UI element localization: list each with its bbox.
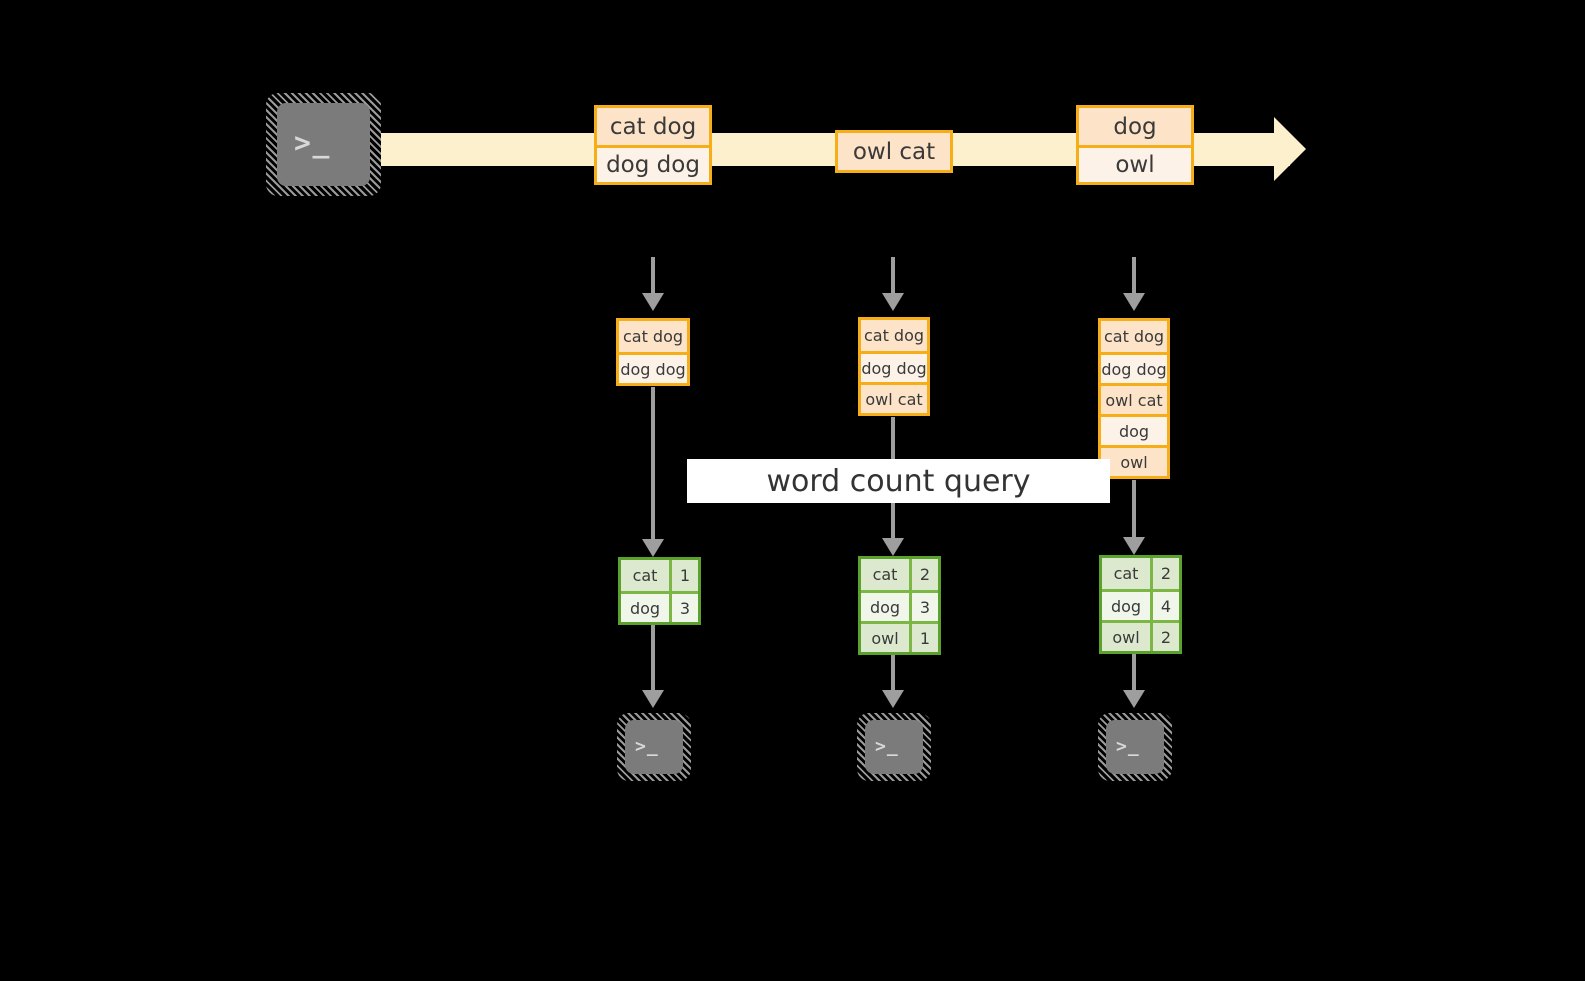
stream-event-line: dog <box>1079 108 1191 145</box>
result-to-sink-arrowhead <box>642 690 664 708</box>
table-row: dog 3 <box>621 591 698 622</box>
terminal-prompt-glyph: >_ <box>1116 736 1140 757</box>
table-row: cat 1 <box>621 560 698 591</box>
terminal-prompt-glyph: >_ <box>875 736 899 757</box>
terminal-face <box>625 720 683 774</box>
stream-to-snapshot-arrowhead <box>642 293 664 311</box>
result-count-cell: 1 <box>669 560 698 591</box>
accumulated-event-line: dog dog <box>861 351 927 382</box>
result-word-cell: owl <box>1102 623 1150 651</box>
accumulated-events-box[interactable]: cat dog dog dog <box>616 318 690 386</box>
source-terminal-icon[interactable]: >_ <box>266 93 381 196</box>
result-count-cell: 1 <box>909 624 938 652</box>
snapshot-to-result-arrowhead <box>882 538 904 556</box>
accumulated-event-line: owl cat <box>861 382 927 413</box>
result-to-sink-connector <box>651 625 655 693</box>
result-to-sink-connector <box>891 655 895 693</box>
terminal-prompt-glyph: >_ <box>294 126 332 159</box>
snapshot-to-result-connector <box>651 387 655 542</box>
result-word-cell: owl <box>861 624 909 652</box>
table-row: cat 2 <box>861 559 938 590</box>
stream-to-snapshot-arrowhead <box>882 293 904 311</box>
result-count-cell: 2 <box>1150 623 1179 651</box>
query-banner-label: word count query <box>766 463 1031 499</box>
result-word-cell: cat <box>1102 558 1150 589</box>
terminal-face <box>277 103 370 186</box>
result-count-cell: 2 <box>1150 558 1179 589</box>
stream-to-snapshot-arrowhead <box>1123 293 1145 311</box>
result-word-cell: dog <box>621 594 669 622</box>
stream-event-box[interactable]: cat dog dog dog <box>594 105 712 185</box>
table-row: owl 1 <box>861 621 938 652</box>
stream-event-line: owl cat <box>838 133 950 170</box>
result-count-cell: 3 <box>909 593 938 621</box>
result-to-sink-arrowhead <box>882 690 904 708</box>
table-row: dog 4 <box>1102 589 1179 620</box>
sink-terminal-icon[interactable]: >_ <box>617 713 691 781</box>
word-count-result-table[interactable]: cat 2 dog 4 owl 2 <box>1099 555 1182 654</box>
result-word-cell: cat <box>861 559 909 590</box>
accumulated-event-line: dog dog <box>1101 352 1167 383</box>
terminal-prompt-glyph: >_ <box>635 736 659 757</box>
result-word-cell: dog <box>861 593 909 621</box>
accumulated-event-line: owl cat <box>1101 383 1167 414</box>
stream-event-line: owl <box>1079 145 1191 182</box>
result-to-sink-connector <box>1132 654 1136 693</box>
snapshot-to-result-connector <box>1132 480 1136 541</box>
result-to-sink-arrowhead <box>1123 690 1145 708</box>
stream-event-line: cat dog <box>597 108 709 145</box>
table-row: owl 2 <box>1102 620 1179 651</box>
accumulated-event-line: cat dog <box>1101 321 1167 352</box>
snapshot-to-result-arrowhead <box>1123 537 1145 555</box>
accumulated-event-line: cat dog <box>861 320 927 351</box>
accumulated-event-line: owl <box>1101 445 1167 476</box>
terminal-face <box>1106 720 1164 774</box>
snapshot-to-result-arrowhead <box>642 539 664 557</box>
stream-arrowhead <box>1274 117 1306 181</box>
sink-terminal-icon[interactable]: >_ <box>1098 713 1172 781</box>
stream-to-snapshot-connector <box>651 257 655 295</box>
accumulated-event-line: cat dog <box>619 321 687 352</box>
accumulated-event-line: dog dog <box>619 352 687 383</box>
query-banner: word count query <box>687 459 1110 503</box>
stream-event-box[interactable]: owl cat <box>835 130 953 173</box>
sink-terminal-icon[interactable]: >_ <box>857 713 931 781</box>
accumulated-event-line: dog <box>1101 414 1167 445</box>
table-row: dog 3 <box>861 590 938 621</box>
table-row: cat 2 <box>1102 558 1179 589</box>
word-count-result-table[interactable]: cat 1 dog 3 <box>618 557 701 625</box>
result-count-cell: 4 <box>1150 592 1179 620</box>
result-word-cell: cat <box>621 560 669 591</box>
word-count-result-table[interactable]: cat 2 dog 3 owl 1 <box>858 556 941 655</box>
result-count-cell: 3 <box>669 594 698 622</box>
accumulated-events-box[interactable]: cat dog dog dog owl cat <box>858 317 930 416</box>
stream-to-snapshot-connector <box>1132 257 1136 295</box>
terminal-face <box>865 720 923 774</box>
accumulated-events-box[interactable]: cat dog dog dog owl cat dog owl <box>1098 318 1170 479</box>
stream-to-snapshot-connector <box>891 257 895 295</box>
result-word-cell: dog <box>1102 592 1150 620</box>
stream-event-box[interactable]: dog owl <box>1076 105 1194 185</box>
stream-event-line: dog dog <box>597 145 709 182</box>
result-count-cell: 2 <box>909 559 938 590</box>
